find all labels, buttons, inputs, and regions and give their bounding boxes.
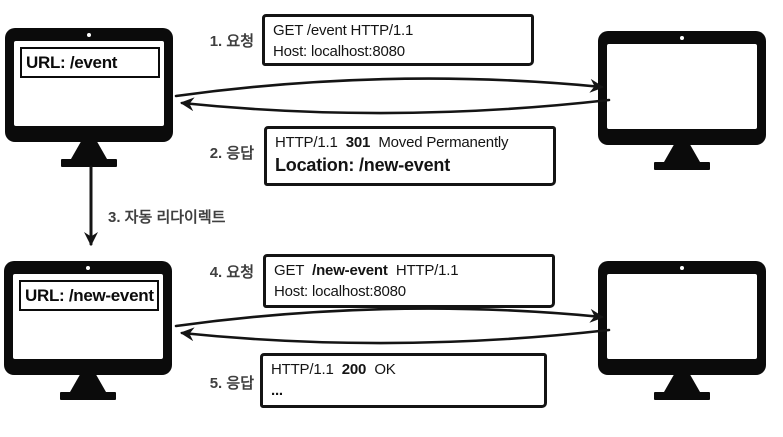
- message-text: Location: /new-event: [275, 155, 451, 175]
- monitor-stand-neck: [71, 142, 107, 159]
- monitor-stand-neck: [664, 145, 700, 162]
- message-text: HTTP/1.1: [275, 134, 338, 151]
- monitor-stand-base: [61, 159, 117, 167]
- request-arrow: [174, 307, 604, 328]
- camera-dot-icon: [87, 33, 91, 37]
- host-line: Host: localhost:8080: [273, 41, 523, 62]
- response-arrow: [180, 327, 611, 345]
- monitor-stand-base: [654, 162, 710, 170]
- client-monitor-bottom: URL: /new-event: [4, 261, 172, 400]
- status-line: HTTP/1.1 301 Moved Permanently: [275, 132, 545, 153]
- status-code: 301: [345, 134, 371, 151]
- step3-label: 3. 자동 리다이렉트: [108, 209, 226, 226]
- body-ellipsis-line: ...: [271, 380, 536, 401]
- request-arrow: [174, 77, 604, 98]
- message-text: GET: [274, 262, 304, 279]
- monitor-stand-base: [654, 392, 710, 400]
- location-header-line: Location: /new-event: [275, 153, 545, 177]
- request-response-arrows-top: [174, 77, 611, 115]
- server-monitor-bottom: [598, 261, 766, 400]
- monitor-screen: [607, 274, 757, 359]
- camera-dot-icon: [680, 266, 684, 270]
- status-line: HTTP/1.1 200 OK: [271, 359, 536, 380]
- message-text: Moved Permanently: [378, 134, 509, 151]
- step4-label: 4. 요청: [209, 264, 254, 281]
- request-response-arrows-bottom: [174, 307, 611, 345]
- request-line: GET /event HTTP/1.1: [273, 20, 523, 41]
- response1-message-box: HTTP/1.1 301 Moved Permanently Location:…: [264, 126, 556, 186]
- monitor-bezel: [598, 31, 766, 145]
- message-text: OK: [374, 361, 396, 378]
- message-text: Host: localhost:8080: [273, 43, 405, 60]
- url-address-bar: URL: /event: [20, 47, 160, 78]
- monitor-bezel: URL: /event: [5, 28, 173, 142]
- request1-message-box: GET /event HTTP/1.1 Host: localhost:8080: [262, 14, 534, 66]
- url-address-bar: URL: /new-event: [19, 280, 159, 311]
- monitor-screen: [607, 44, 757, 129]
- message-text: HTTP/1.1: [395, 262, 459, 279]
- monitor-bezel: URL: /new-event: [4, 261, 172, 375]
- status-code: 200: [341, 361, 367, 378]
- monitor-stand-base: [60, 392, 116, 400]
- request2-message-box: GET /new-event HTTP/1.1 Host: localhost:…: [263, 254, 555, 308]
- monitor-stand-neck: [70, 375, 106, 392]
- url-text: URL: /event: [26, 52, 118, 72]
- message-text: HTTP/1.1: [271, 361, 334, 378]
- client-monitor-top: URL: /event: [5, 28, 173, 167]
- camera-dot-icon: [86, 266, 90, 270]
- message-text: ...: [271, 382, 283, 399]
- step2-label: 2. 응답: [209, 145, 254, 162]
- redirect-arrow: [84, 165, 98, 246]
- monitor-screen: URL: /new-event: [13, 274, 163, 359]
- message-text: GET /event HTTP/1.1: [273, 22, 414, 39]
- request-path: /new-event: [312, 262, 388, 279]
- response2-message-box: HTTP/1.1 200 OK ...: [260, 353, 547, 408]
- url-text: URL: /new-event: [25, 285, 154, 305]
- camera-dot-icon: [680, 36, 684, 40]
- host-line: Host: localhost:8080: [274, 281, 544, 302]
- monitor-bezel: [598, 261, 766, 375]
- step5-label: 5. 응답: [209, 375, 254, 392]
- step1-label: 1. 요청: [209, 33, 254, 50]
- server-monitor-top: [598, 31, 766, 170]
- monitor-screen: URL: /event: [14, 41, 164, 126]
- message-text: Host: localhost:8080: [274, 283, 406, 300]
- monitor-stand-neck: [664, 375, 700, 392]
- response-arrow: [180, 97, 611, 115]
- request-line: GET /new-event HTTP/1.1: [274, 260, 544, 281]
